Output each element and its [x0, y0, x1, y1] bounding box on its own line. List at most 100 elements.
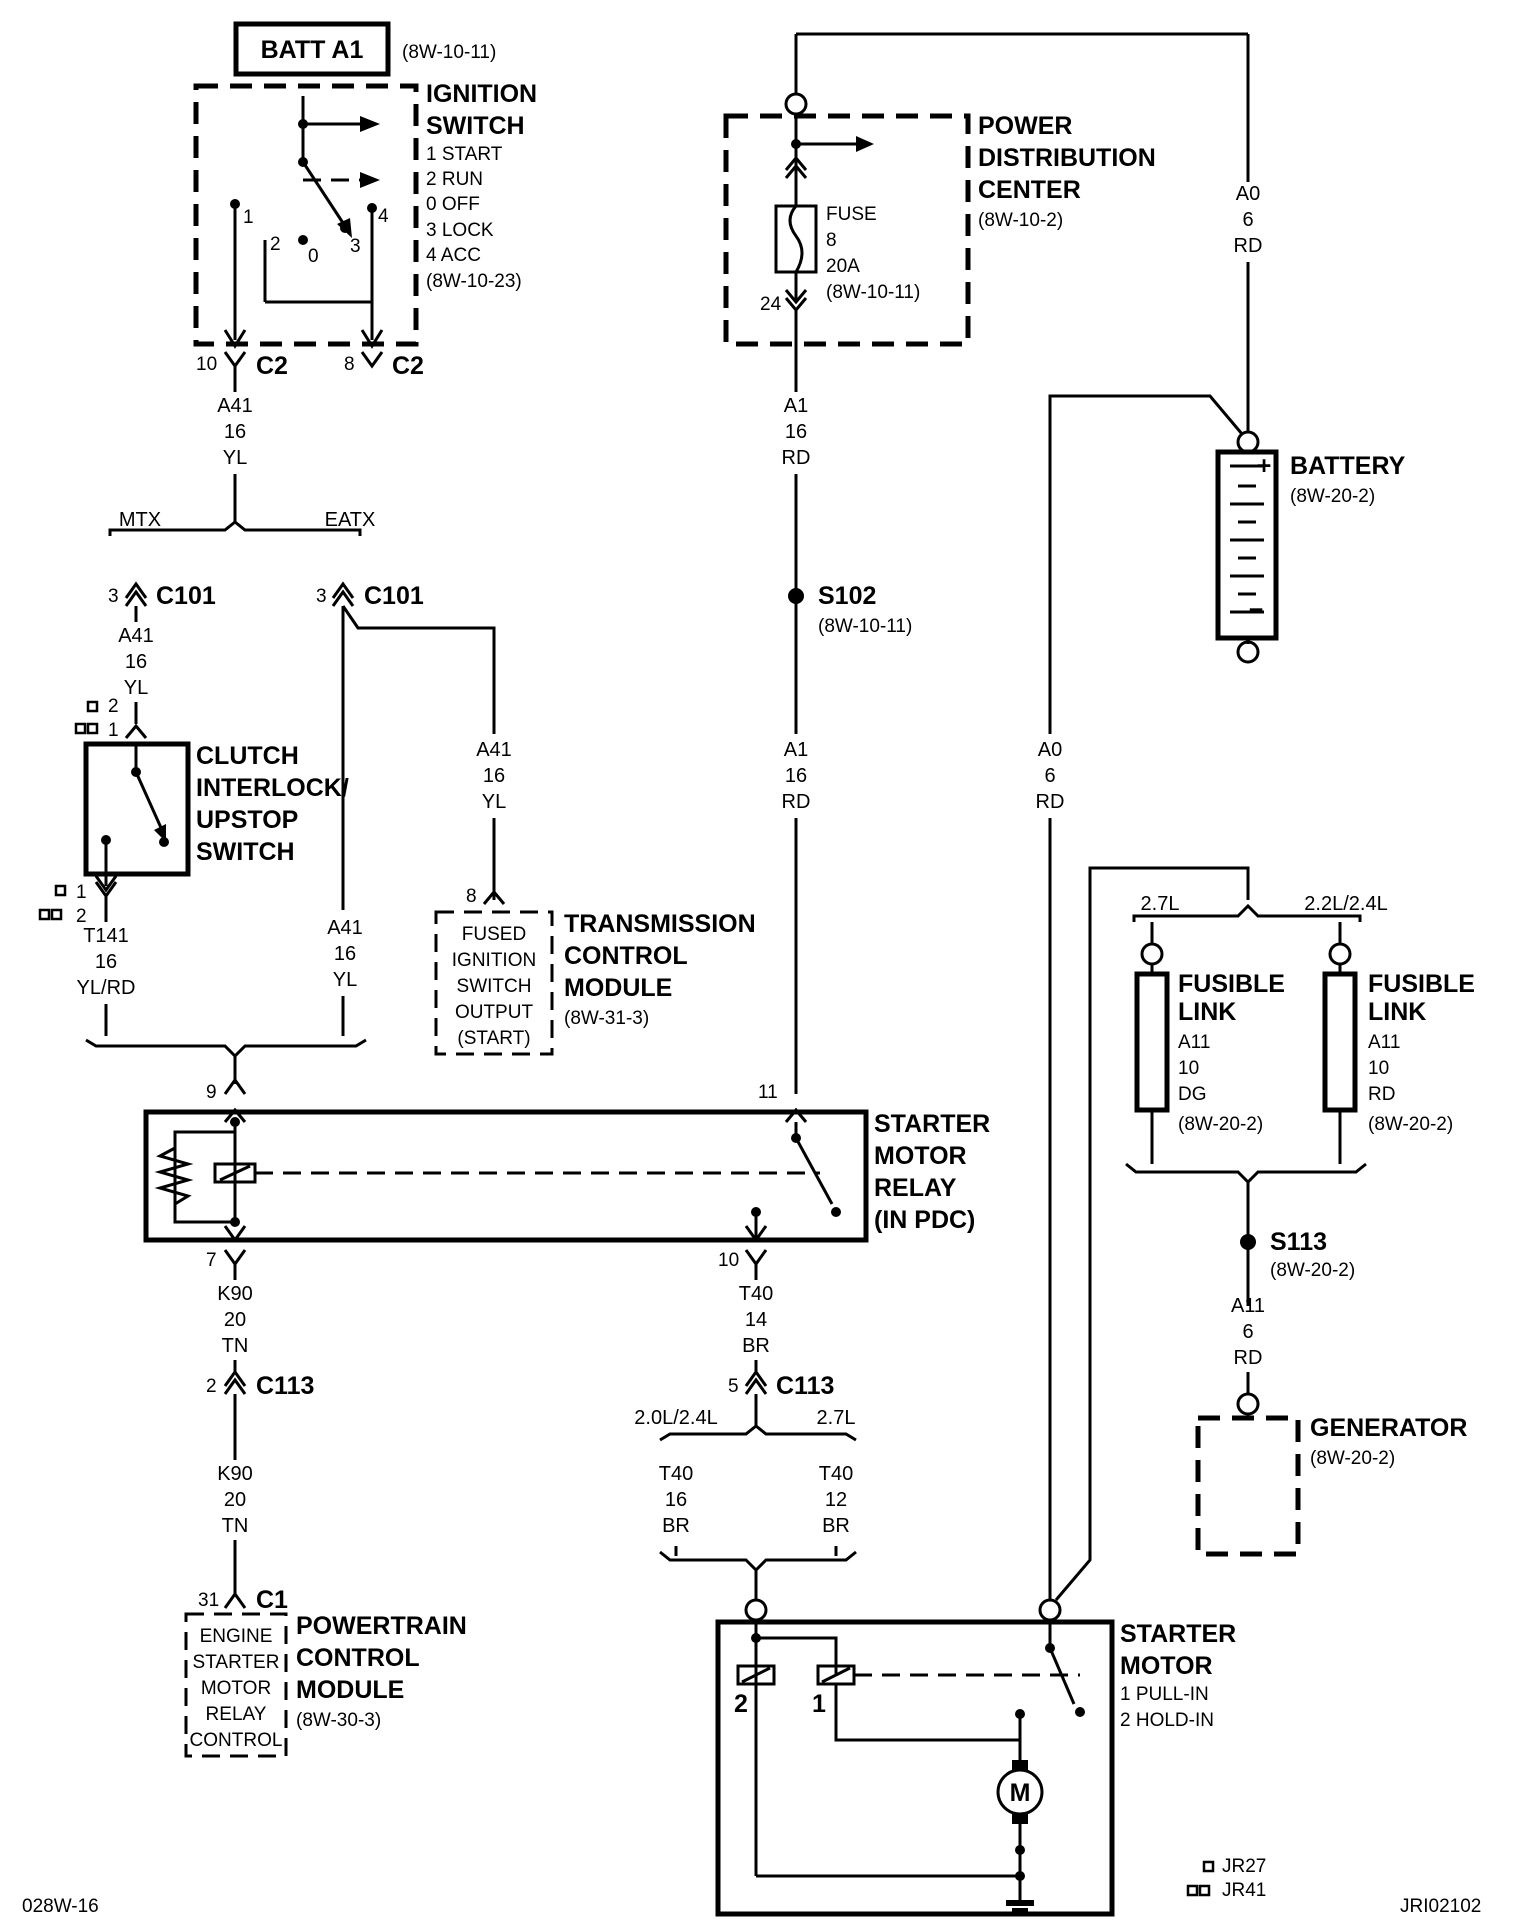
fuse-label: FUSE — [826, 204, 877, 225]
batt-a1-label: BATT A1 — [261, 36, 364, 64]
c101-right-pin: 3 — [316, 586, 327, 607]
tcm-pin: 8 — [466, 886, 477, 907]
pcm-inner-2: STARTER — [193, 1652, 280, 1673]
jr27-marker — [54, 884, 67, 897]
wire-k90-top-color: TN — [222, 1335, 249, 1357]
wire-a41-c101-color: YL — [124, 677, 148, 699]
wire-a41-eatx-circuit: A41 — [327, 917, 363, 939]
fusible-right-gauge: 10 — [1368, 1058, 1389, 1079]
fusible-right-ref: (8W-20-2) — [1368, 1114, 1453, 1135]
wire-k90-top-gauge: 20 — [224, 1309, 246, 1331]
c113-right-name: C113 — [776, 1372, 834, 1400]
ignition-switch-title-1: IGNITION — [426, 80, 537, 108]
footer-left: 028W-16 — [22, 1896, 99, 1917]
pdc-title-1: POWER — [978, 112, 1072, 140]
fusible-left-title-2: LINK — [1178, 998, 1236, 1026]
fusible-left-color: DG — [1178, 1084, 1207, 1105]
starter-motor-m: M — [1010, 1779, 1031, 1807]
wire-a41-eatx-color: YL — [333, 969, 357, 991]
power-distribution-center: 24 FUSE 8 20A (8W-10-11) — [723, 113, 971, 347]
ign-term-1: 1 — [243, 207, 254, 228]
relay-title-4: (IN PDC) — [874, 1206, 975, 1234]
batt-a1-box: BATT A1 — [233, 21, 391, 77]
legend-jr41-box — [1186, 1884, 1199, 1897]
relay-title-2: MOTOR — [874, 1142, 967, 1170]
wire-a41-top-gauge: 16 — [224, 421, 246, 443]
tcm-ref: (8W-31-3) — [564, 1008, 649, 1029]
pcm-title-1: POWERTRAIN — [296, 1612, 467, 1640]
tcm-title-2: CONTROL — [564, 942, 688, 970]
jr41-marker — [74, 722, 87, 735]
relay-title-1: STARTER — [874, 1110, 990, 1138]
ign-pos-off: 0 OFF — [426, 194, 480, 215]
clutch-title-3: UPSTOP — [196, 806, 298, 834]
ign-term-2: 2 — [270, 234, 281, 255]
fusible-left-title-1: FUSIBLE — [1178, 970, 1285, 998]
branch-27-bottom: 2.7L — [817, 1407, 856, 1429]
pcm-inner-4: RELAY — [206, 1704, 267, 1725]
battery-plus: + — [1257, 452, 1272, 480]
wire-k90-bottom-circuit: K90 — [217, 1463, 253, 1485]
wire-a0-top-gauge: 6 — [1242, 209, 1253, 231]
ign-ref: (8W-10-23) — [426, 271, 522, 292]
fusible-left-circuit: A11 — [1178, 1032, 1210, 1053]
wire-t141-gauge: 16 — [95, 951, 117, 973]
tcm-inner-5: (START) — [457, 1028, 530, 1049]
fusible-link-right — [1322, 922, 1358, 1164]
branch-eatx: EATX — [325, 509, 376, 531]
fusible-right-title-1: FUSIBLE — [1368, 970, 1475, 998]
generator-title: GENERATOR — [1310, 1414, 1467, 1442]
wire-t40-16-color: BR — [662, 1515, 690, 1537]
ignition-switch-title-2: SWITCH — [426, 112, 525, 140]
c101-right-name: C101 — [364, 582, 424, 610]
wire-t40-14-circuit: T40 — [739, 1283, 773, 1305]
starter-motor-title-1: STARTER — [1120, 1620, 1236, 1648]
tcm-title-1: TRANSMISSION — [564, 910, 756, 938]
pcm-connector: C1 — [256, 1586, 288, 1614]
c113-right-pin: 5 — [728, 1376, 739, 1397]
pdc-title-3: CENTER — [978, 176, 1081, 204]
fusible-left-gauge: 10 — [1178, 1058, 1199, 1079]
jr27-marker — [86, 700, 99, 713]
wire-a0-top-circuit: A0 — [1236, 183, 1260, 205]
clutch-title-2: INTERLOCK/ — [196, 774, 349, 802]
wire-a41-top-circuit: A41 — [217, 395, 253, 417]
c2-right-name: C2 — [392, 352, 424, 380]
pcm-inner-1: ENGINE — [200, 1626, 273, 1647]
splice-s113-ref: (8W-20-2) — [1270, 1260, 1355, 1281]
fusible-link-left — [1134, 922, 1170, 1164]
wire-a1-bottom-gauge: 16 — [785, 765, 807, 787]
tcm-box: FUSED IGNITION SWITCH OUTPUT (START) — [434, 910, 554, 1056]
battery-title: BATTERY — [1290, 452, 1406, 480]
wire-k90-top-circuit: K90 — [217, 1283, 253, 1305]
c113-left-pin: 2 — [206, 1376, 217, 1397]
legend-jr41-box — [1198, 1884, 1211, 1897]
ign-pos-lock: 3 LOCK — [426, 220, 494, 241]
relay-title-3: RELAY — [874, 1174, 957, 1202]
c113-left-name: C113 — [256, 1372, 314, 1400]
starter-motor-line2: 2 HOLD-IN — [1120, 1710, 1214, 1731]
legend-jr27: JR27 — [1222, 1856, 1266, 1877]
wire-a1-top-gauge: 16 — [785, 421, 807, 443]
pcm-title-3: MODULE — [296, 1676, 404, 1704]
starter-relay — [143, 1107, 869, 1243]
tcm-inner-2: IGNITION — [452, 950, 536, 971]
fusible-right-circuit: A11 — [1368, 1032, 1400, 1053]
legend-jr41: JR41 — [1222, 1880, 1266, 1901]
c2-right-pin: 8 — [344, 354, 355, 375]
batt-a1-ref: (8W-10-11) — [402, 42, 496, 63]
relay-pin-10: 10 — [718, 1250, 739, 1271]
branch-27-top: 2.7L — [1141, 893, 1180, 915]
jr41-marker — [86, 722, 99, 735]
fuse-pin: 24 — [760, 294, 782, 315]
wire-a0-top-color: RD — [1234, 235, 1263, 257]
relay-pin-7: 7 — [206, 1250, 217, 1271]
pcm-inner-3: MOTOR — [201, 1678, 271, 1699]
wire-a41-eatx-gauge: 16 — [334, 943, 356, 965]
clutch-interlock-switch — [83, 741, 191, 893]
tcm-inner-4: OUTPUT — [455, 1002, 534, 1023]
wire-k90-bottom-color: TN — [222, 1515, 249, 1537]
wire-a0-mid-color: RD — [1036, 791, 1065, 813]
fuse-ref: (8W-10-11) — [826, 282, 920, 303]
